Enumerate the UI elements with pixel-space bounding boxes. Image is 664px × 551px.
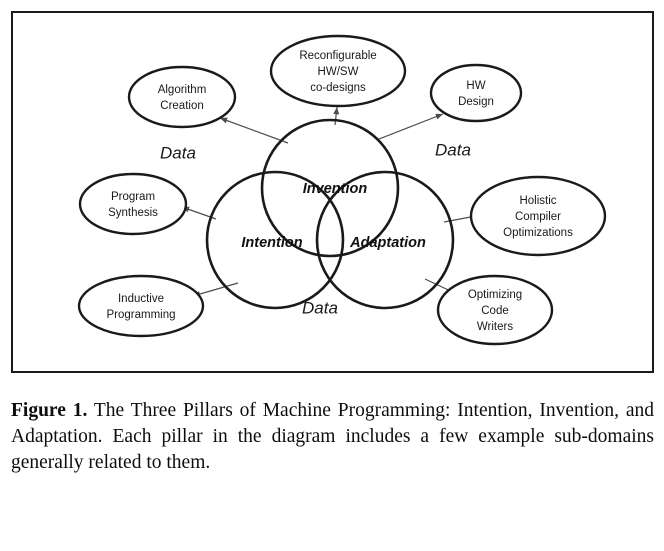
subdomain-label-line: Holistic	[519, 195, 556, 207]
subdomain-ellipse	[469, 175, 607, 257]
connector-reconfigurable-hw-sw-co-designs	[333, 106, 340, 126]
subdomain-inductive-programming[interactable]: Inductive Programming	[77, 274, 205, 338]
figure-caption-label: Figure 1.	[11, 400, 88, 421]
subdomain-label-line: HW/SW	[318, 66, 359, 78]
data-label-group: Data Data Data	[160, 140, 471, 317]
subdomain-ellipse	[429, 63, 523, 123]
pillar-circle-intention[interactable]	[205, 170, 345, 310]
pillar-label-invention: Invention	[303, 181, 368, 197]
subdomain-label-line: Optimizing	[468, 289, 522, 301]
subdomain-label-line: Code	[481, 305, 509, 317]
subdomain-label-line: Compiler	[515, 211, 561, 223]
subdomain-label-line: HW	[466, 80, 485, 92]
pillar-circle-group	[205, 118, 455, 310]
subdomain-label-line: Design	[458, 96, 494, 108]
connector-algorithm-creation	[219, 117, 289, 144]
subdomain-program-synthesis[interactable]: Program Synthesis	[78, 172, 188, 236]
pillar-label-adaptation: Adaptation	[349, 235, 426, 251]
subdomain-optimizing-code-writers[interactable]: Optimizing Code Writers	[436, 274, 554, 346]
subdomain-ellipse	[78, 172, 188, 236]
subdomain-ellipse	[127, 65, 237, 129]
subdomain-label-line: Program	[111, 191, 155, 203]
subdomain-algorithm-creation[interactable]: Algorithm Creation	[127, 65, 237, 129]
subdomain-label-line: Writers	[477, 321, 513, 333]
pillar-circle-adaptation[interactable]	[315, 170, 455, 310]
subdomain-label-line: co-designs	[310, 82, 366, 94]
pillar-label-group: Invention Intention Adaptation	[241, 181, 426, 251]
subdomain-reconfigurable-hw-sw-co-designs[interactable]: Reconfigurable HW/SW co-designs	[269, 34, 407, 108]
three-pillars-diagram: Algorithm Creation Reconfigurable HW/SW …	[77, 34, 607, 346]
figure-caption: Figure 1. The Three Pillars of Machine P…	[11, 398, 654, 476]
subdomain-group: Algorithm Creation Reconfigurable HW/SW …	[77, 34, 607, 346]
subdomain-label-line: Inductive	[118, 293, 164, 305]
connector-inductive-programming	[192, 282, 239, 297]
subdomain-label-line: Creation	[160, 100, 203, 112]
subdomain-holistic-compiler-optimizations[interactable]: Holistic Compiler Optimizations	[469, 175, 607, 257]
data-label-left: Data	[160, 143, 196, 162]
data-label-right: Data	[435, 140, 471, 159]
subdomain-label-line: Programming	[106, 309, 175, 321]
pillar-circle-invention[interactable]	[260, 118, 400, 258]
subdomain-ellipse	[436, 274, 554, 346]
subdomain-label-line: Optimizations	[503, 227, 573, 239]
subdomain-hw-design[interactable]: HW Design	[429, 63, 523, 123]
subdomain-label-line: Synthesis	[108, 207, 158, 219]
data-label-bottom: Data	[302, 298, 338, 317]
subdomain-ellipse	[269, 34, 407, 108]
subdomain-label-line: Reconfigurable	[299, 50, 376, 62]
pillar-label-intention: Intention	[241, 235, 302, 251]
figure-image-frame: Algorithm Creation Reconfigurable HW/SW …	[11, 11, 654, 373]
subdomain-label-line: Algorithm	[158, 84, 207, 96]
figure-caption-text: The Three Pillars of Machine Programming…	[11, 400, 655, 473]
subdomain-ellipse	[77, 274, 205, 338]
connector-hw-design	[378, 113, 444, 140]
